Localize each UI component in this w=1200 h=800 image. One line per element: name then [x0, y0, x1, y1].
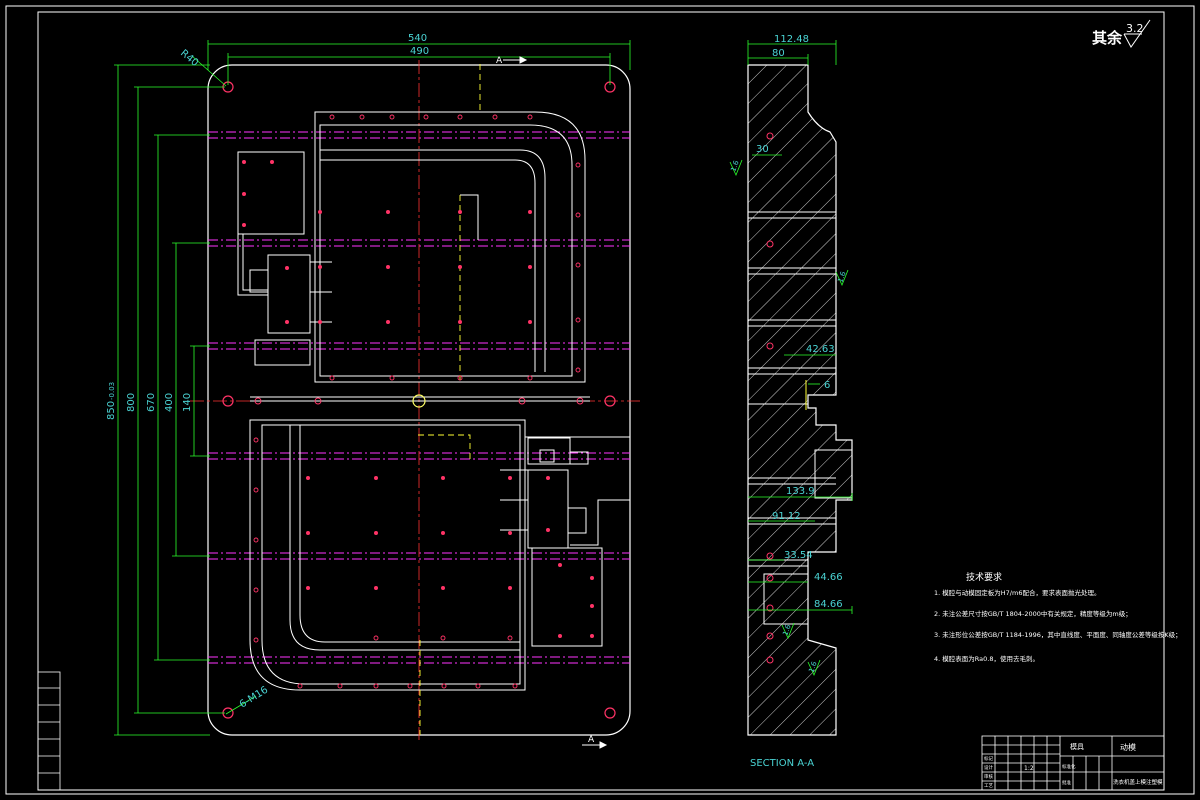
dim-84: 84.66: [814, 599, 843, 610]
title-drawing-name: 洗衣机盖上模注塑模: [1113, 778, 1163, 786]
dim-30: 30: [756, 144, 769, 155]
dim-hole-callout: 6-M16: [238, 685, 270, 711]
dim-height-tolerance: -0.03: [108, 382, 116, 400]
lower-cavity: [249, 396, 630, 691]
upper-cavity: [237, 111, 586, 383]
dim-42: 42.63: [806, 344, 835, 355]
tech-requirements: 技术要求 1. 模腔与动模固定板为H7/m6配合，要求表面抛光处理。 2. 未注…: [934, 571, 1182, 663]
roughness-mark-4: 1.6: [807, 660, 819, 674]
lower-dashed-path: [418, 434, 471, 462]
revision-standard: 标准化: [1062, 763, 1076, 770]
front-dimension-lines: [114, 40, 631, 736]
title-material: 模具: [1070, 742, 1084, 751]
title-scale: 1:2: [1024, 765, 1034, 772]
dim-hole-spacing: 490: [410, 46, 429, 57]
revision-approve: 批准: [1062, 779, 1071, 786]
section-label: SECTION A-A: [750, 758, 814, 769]
outer-border: [5, 5, 1195, 795]
tech-req-item-4: 4. 模腔表面为Ra0.8，使用去毛刺。: [934, 654, 1039, 663]
dim-140: 140: [182, 393, 193, 412]
section-hatched-body: [747, 64, 853, 736]
dim-133: 133.9: [786, 486, 815, 497]
dim-80: 80: [772, 48, 785, 59]
revision-design: 设计: [984, 764, 993, 771]
revision-mark: 标记: [984, 755, 993, 762]
revision-process: 工艺: [984, 783, 993, 789]
dim-overall-width: 540: [408, 33, 427, 44]
revision-review: 审核: [984, 773, 993, 780]
roughness-value: 3.2: [1126, 22, 1144, 35]
inner-border: [37, 11, 1165, 791]
dim-33: 33.54: [784, 550, 813, 561]
roughness-mark-2: 1.6: [836, 270, 848, 284]
dim-44: 44.66: [814, 572, 843, 583]
ejector-points: [242, 160, 594, 638]
section-marker-bottom: A: [588, 735, 595, 745]
roughness-symbol: 其余 3.2: [1092, 19, 1151, 48]
roughness-label: 其余: [1092, 29, 1123, 47]
tech-req-item-1: 1. 模腔与动模固定板为H7/m6配合，要求表面抛光处理。: [934, 588, 1100, 597]
dim-91: 91.12: [772, 511, 801, 522]
tech-req-title: 技术要求: [966, 571, 1002, 583]
section-arrows: [503, 56, 608, 749]
section-dimension-lines: [729, 40, 853, 677]
roughness-mark-3: 1.6: [781, 623, 793, 637]
dim-112: 112.48: [774, 34, 809, 45]
dim-800: 800: [126, 393, 137, 412]
front-view: 540 490 R40 6-M16 850 -0.03 800 670 400 …: [106, 33, 640, 749]
roughness-mark-1: 1.6: [729, 159, 741, 173]
section-view: 112.48 80 30 42.63 6 133.9 91.12 33.54 4…: [729, 34, 853, 769]
title-part-name: 动模: [1120, 742, 1136, 752]
edge-pins: [253, 114, 584, 689]
title-block: 模具 动模 洗衣机盖上模注塑模 1:2 标记 设计 审核 工艺 标准化 批准: [981, 735, 1165, 791]
section-holes: [766, 132, 774, 664]
tech-req-item-2: 2. 未注公差尺寸按GB/T 1804-2000中有关规定，精度等级为m级；: [934, 609, 1132, 618]
dim-670: 670: [146, 393, 157, 412]
dim-400: 400: [164, 393, 175, 412]
dim-overall-height: 850: [106, 401, 117, 420]
tech-req-item-3: 3. 未注形位公差按GB/T 1184-1996，其中直线度、平面度、同轴度公差…: [934, 630, 1182, 639]
section-marker-top: A: [496, 56, 503, 66]
dim-6: 6: [824, 380, 830, 391]
left-stamp-table: [37, 671, 61, 791]
dim-radius: R40: [178, 48, 200, 69]
